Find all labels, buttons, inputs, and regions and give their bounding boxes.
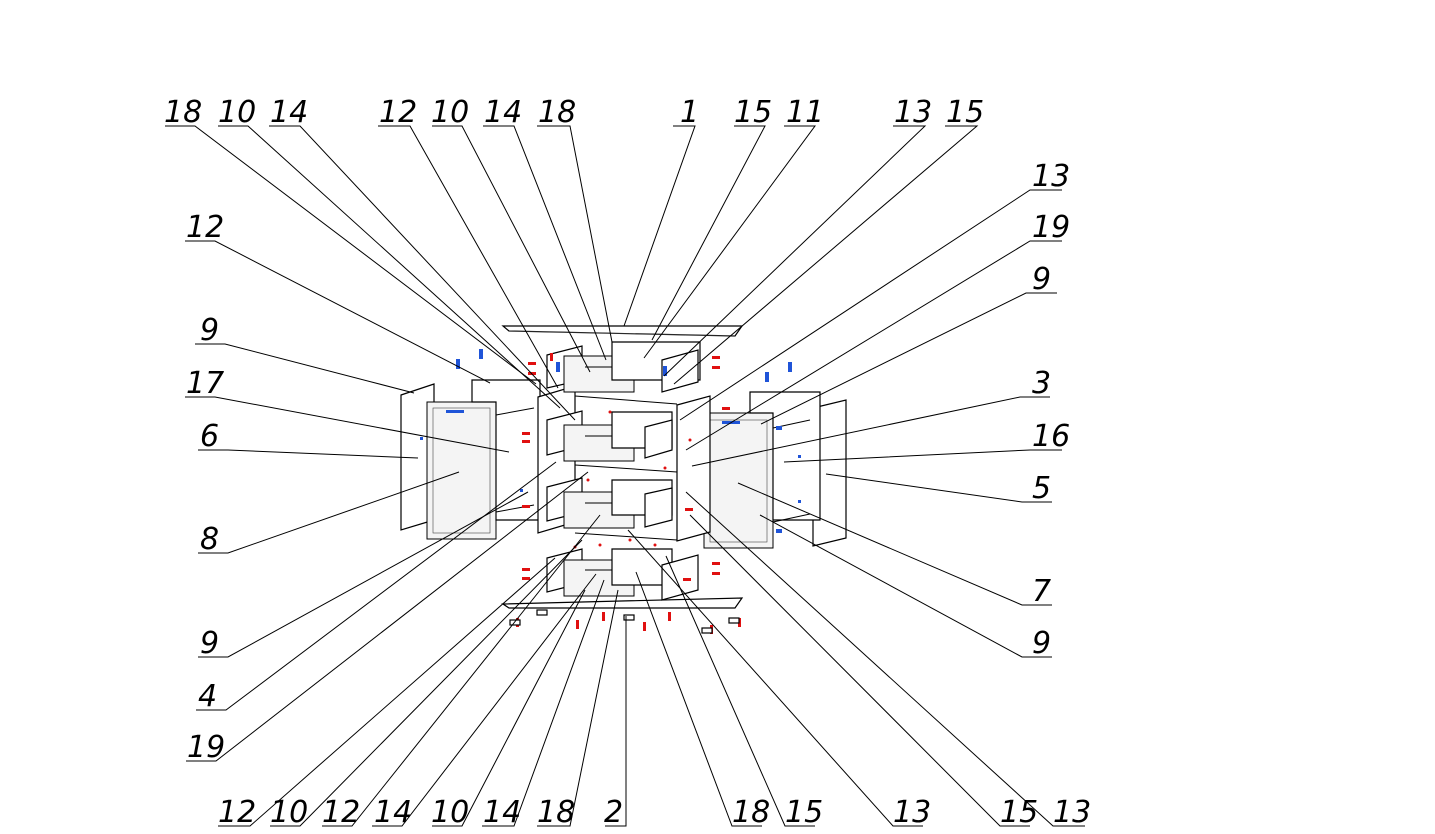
callout-label: 10: [270, 795, 308, 830]
callouts-bottom-row: 12 10 12 14 10 14 18 2 18 15 13 15 13: [218, 795, 1091, 830]
callouts-left-column: 12 9 17 6 8 9 4 19: [186, 210, 225, 765]
callout-label: 14: [484, 95, 522, 130]
callout-label: 13: [1053, 795, 1091, 830]
callout-label: 15: [734, 95, 772, 130]
callout-label: 13: [893, 795, 931, 830]
callout-label: 13: [1032, 159, 1070, 194]
callout-label: 14: [483, 795, 521, 830]
callout-label: 11: [786, 95, 824, 130]
drawer-1: [546, 341, 701, 393]
callout-label: 17: [186, 366, 224, 401]
assembly-parts: [400, 325, 847, 634]
callout-label: 19: [187, 730, 225, 765]
callouts-right-column: 13 19 9 3 16 5 7 9: [1032, 159, 1070, 661]
callout-label: 4: [198, 679, 217, 714]
callout-label: 13: [894, 95, 932, 130]
callout-label: 19: [1032, 210, 1070, 245]
callout-label: 2: [604, 795, 623, 830]
callout-label: 16: [1032, 419, 1070, 454]
callout-label: 12: [379, 95, 417, 130]
drawer-2: [546, 410, 673, 462]
left-door-frame: [426, 401, 497, 540]
callout-label: 3: [1032, 366, 1051, 401]
callout-label: 6: [200, 419, 219, 454]
callout-label: 15: [1000, 795, 1038, 830]
callout-label: 9: [200, 626, 219, 661]
callout-label: 12: [186, 210, 224, 245]
callout-label: 15: [785, 795, 823, 830]
callout-label: 8: [200, 522, 219, 557]
callout-label: 10: [431, 95, 469, 130]
callout-label: 18: [537, 795, 575, 830]
callout-label: 12: [218, 795, 256, 830]
callout-label: 18: [538, 95, 576, 130]
callout-label: 9: [200, 313, 219, 348]
callout-label: 14: [270, 95, 308, 130]
feet: [509, 609, 740, 634]
drawer-4: [546, 548, 699, 601]
callout-label: 14: [374, 795, 412, 830]
callout-label: 15: [946, 95, 984, 130]
callout-label: 7: [1032, 574, 1051, 609]
callouts-top-row: 18 10 14 12 10 14 18 1 15 11 13 15: [164, 95, 984, 130]
callout-label: 12: [322, 795, 360, 830]
leader-lines: [165, 125, 1085, 827]
callout-label: 1: [680, 95, 699, 130]
callout-label: 18: [732, 795, 770, 830]
callout-label: 9: [1032, 626, 1051, 661]
bottom-panel: [501, 597, 744, 609]
callout-label: 10: [431, 795, 469, 830]
callout-label: 18: [164, 95, 202, 130]
callout-label: 9: [1032, 262, 1051, 297]
drawer-3: [546, 477, 673, 529]
callout-label: 5: [1032, 471, 1051, 506]
callout-label: 10: [218, 95, 256, 130]
top-panel: [501, 325, 744, 337]
